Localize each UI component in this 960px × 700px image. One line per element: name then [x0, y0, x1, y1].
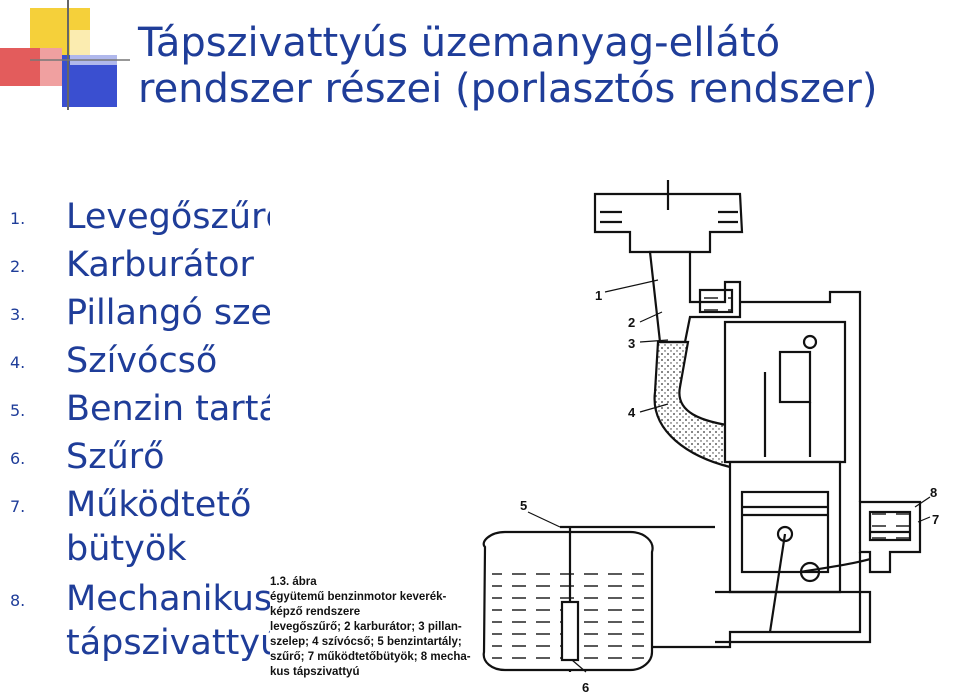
callout-label: 3 [628, 336, 635, 351]
item-label-line-1: Működtető [66, 485, 252, 525]
item-number: 2. [10, 257, 26, 276]
list-item: 4. Szívócső [0, 339, 300, 387]
caption-line: szűrő; 7 működtetőbütyök; 8 mecha- [270, 651, 471, 663]
parts-list: 1. Levegőszűrő 2. Karburátor 3. Pillangó… [0, 195, 326, 671]
list-item: 1. Levegőszűrő [0, 195, 300, 243]
item-label: Levegőszűrő [66, 197, 287, 237]
callout-label: 7 [932, 512, 939, 527]
figure-caption: 1.3. ábra égyütemű benzinmotor keverék- … [270, 575, 480, 680]
list-item: 5. Benzin tartály [0, 387, 310, 435]
corner-decoration [0, 0, 130, 110]
caption-line: szelep; 4 szívócső; 5 benzintartály; [270, 636, 462, 648]
item-label-line-2: tápszivattyú [66, 623, 283, 663]
engine-diagram-drawing: 1 2 3 4 5 6 8 7 [482, 180, 939, 695]
list-item: 3. Pillangó szelep [0, 291, 326, 339]
callout-label: 4 [628, 405, 636, 420]
engine-diagram: 1 2 3 4 5 6 8 7 [270, 172, 960, 700]
caption-line: 1.3. ábra [270, 576, 317, 588]
item-label-line-2: bütyök [66, 529, 187, 569]
callout-label: 1 [595, 288, 602, 303]
item-label: Szűrő [66, 437, 165, 477]
item-label: Benzin tartály [66, 389, 311, 429]
item-number: 1. [10, 209, 26, 228]
list-item: 8. Mechanikus tápszivattyú [0, 577, 300, 671]
item-number: 3. [10, 305, 26, 324]
callout-label: 2 [628, 315, 635, 330]
item-label: Működtető bütyök [66, 483, 251, 571]
list-item: 6. Szűrő [0, 435, 300, 483]
title-line-2: rendszer részei (porlasztós rendszer) [138, 66, 878, 112]
piston [740, 490, 830, 574]
title-line-1: Tápszivattyús üzemanyag-ellátó [138, 20, 781, 66]
slide-title: Tápszivattyús üzemanyag-ellátó rendszer … [138, 20, 938, 112]
item-number: 7. [10, 497, 26, 516]
caption-line: égyütemű benzinmotor keverék- [270, 591, 447, 603]
item-label: Mechanikus tápszivattyú [66, 577, 282, 665]
item-number: 8. [10, 591, 26, 610]
item-label: Szívócső [66, 341, 218, 381]
item-number: 6. [10, 449, 26, 468]
callout-label: 5 [520, 498, 527, 513]
caption-line: képző rendszere [270, 606, 361, 618]
list-item: 7. Működtető bütyök [0, 483, 300, 577]
callout-label: 8 [930, 485, 937, 500]
list-item: 2. Karburátor [0, 243, 300, 291]
item-label-line-1: Mechanikus [66, 579, 273, 619]
item-label: Karburátor [66, 245, 254, 285]
item-number: 5. [10, 401, 26, 420]
item-number: 4. [10, 353, 26, 372]
callout-label: 6 [582, 680, 589, 695]
caption-line: levegőszűrő; 2 karburátor; 3 pillan- [270, 621, 462, 633]
tank-filter [560, 600, 580, 662]
caption-line: kus tápszivattyú [270, 666, 360, 678]
air-filter [593, 192, 744, 254]
